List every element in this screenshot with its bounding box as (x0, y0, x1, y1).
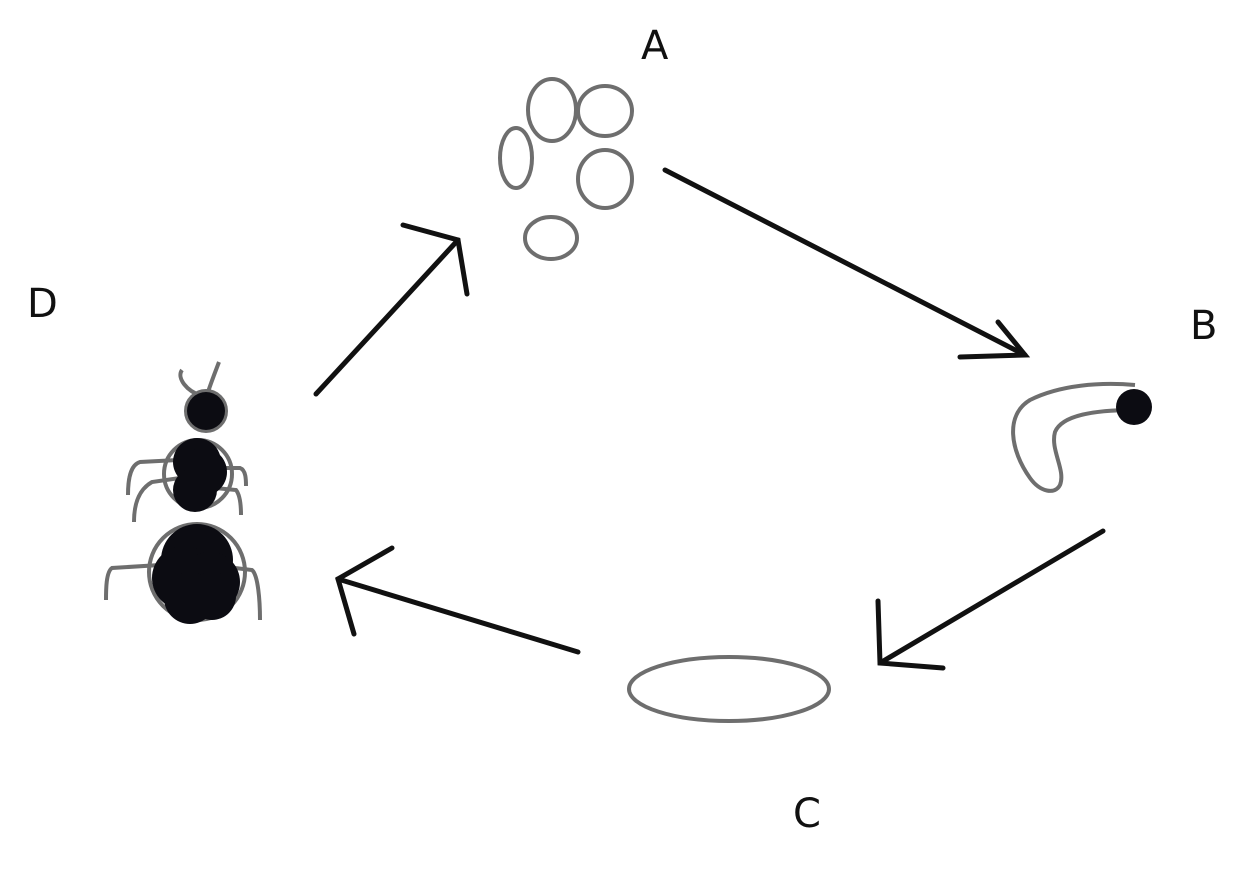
stage-label-a: A (641, 23, 669, 69)
eggs-illustration (498, 77, 634, 261)
arrow-c-to-d (335, 545, 581, 655)
stage-label-c: C (793, 791, 821, 837)
pupa-illustration (627, 655, 831, 723)
adult-insect-illustration (104, 361, 262, 624)
larva-illustration (1011, 381, 1152, 493)
stage-label-d: D (27, 281, 58, 327)
stage-label-b: B (1190, 303, 1218, 349)
arrow-d-to-a (313, 222, 470, 397)
arrow-b-to-c (875, 528, 1106, 671)
arrow-a-to-b (662, 167, 1031, 360)
